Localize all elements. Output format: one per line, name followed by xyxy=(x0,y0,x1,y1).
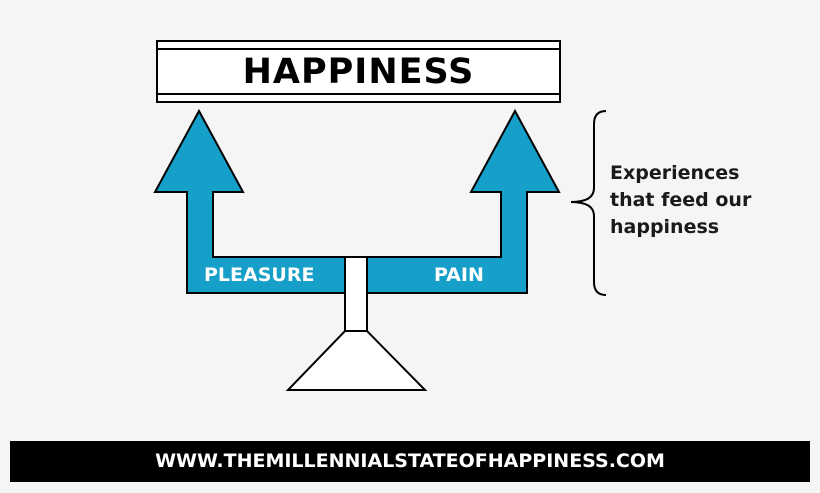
pain-label: PAIN xyxy=(434,264,484,286)
pleasure-label: PLEASURE xyxy=(204,264,315,286)
curly-brace-icon xyxy=(570,110,607,296)
happiness-header: HAPPINESS xyxy=(156,40,561,103)
side-note-line: Experiences xyxy=(610,162,740,184)
fulcrum-post xyxy=(344,256,368,332)
triangle-fulcrum-icon xyxy=(285,330,428,391)
side-note-line: that feed our xyxy=(610,189,752,211)
side-note: Experiences that feed our happiness xyxy=(610,160,815,241)
footer-url: WWW.THEMILLENNIALSTATEOFHAPPINESS.COM xyxy=(155,450,665,472)
header-rule-top xyxy=(158,48,559,50)
footer-bar: WWW.THEMILLENNIALSTATEOFHAPPINESS.COM xyxy=(10,441,810,482)
header-title: HAPPINESS xyxy=(242,52,475,92)
side-note-line: happiness xyxy=(610,216,720,238)
header-rule-bottom xyxy=(158,93,559,95)
